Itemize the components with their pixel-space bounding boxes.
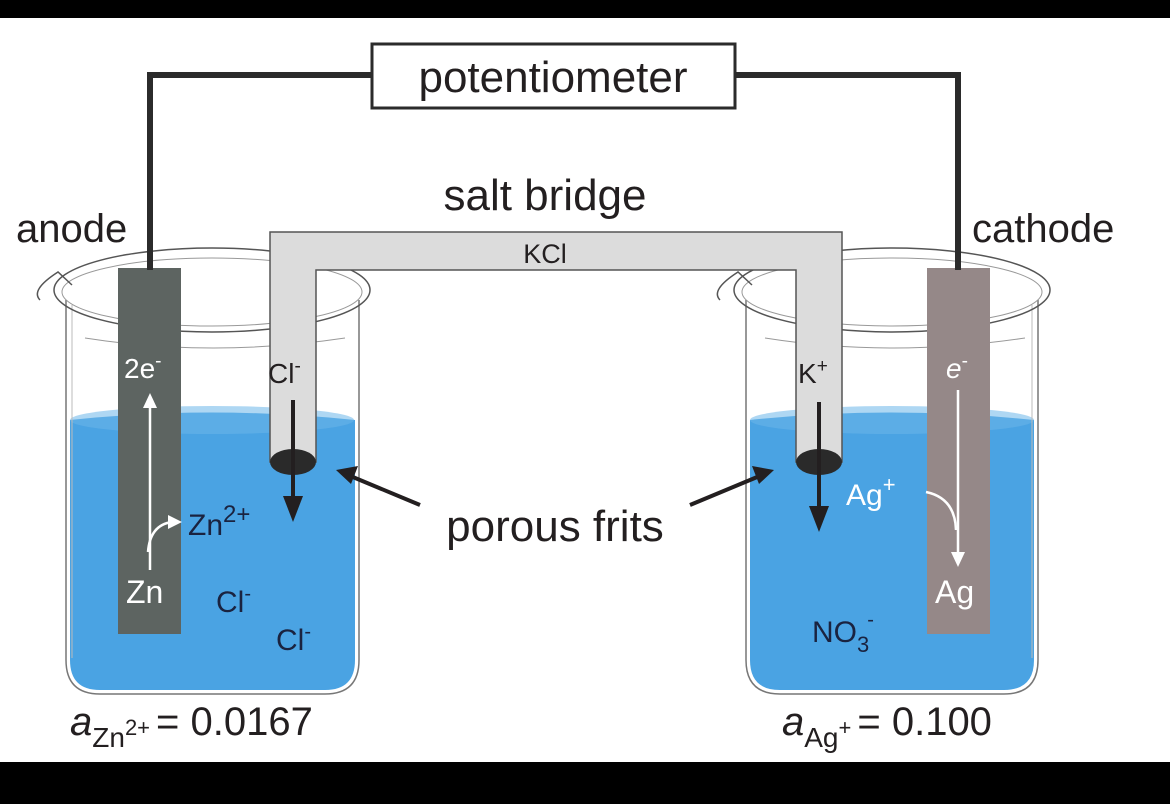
cathode-beaker-spout: [716, 271, 753, 301]
potentiometer-label: potentiometer: [418, 53, 687, 102]
chloride-ion-label-2: Cl-: [276, 621, 311, 657]
cathode-beaker-rim: [733, 247, 1051, 333]
anode-beaker-rim: [53, 247, 371, 333]
cathode-beaker-glass: [745, 300, 1039, 695]
chloride-flow-arrowhead: [283, 496, 303, 522]
silver-reduction-arrow: [925, 490, 958, 531]
anode-electrons-label: 2e-: [124, 351, 161, 384]
nitrate-ion-label: NO3-: [812, 609, 874, 657]
cathode-label: cathode: [972, 207, 1114, 251]
right-frit-pointer-head: [752, 466, 774, 484]
silver-electrode-label: Ag: [935, 574, 974, 610]
salt-bridge-label: salt bridge: [443, 171, 646, 220]
bridge-chloride-label: Cl-: [268, 356, 301, 389]
zinc-activity-label: aZn2+= 0.0167: [70, 700, 313, 753]
zinc-ion-label: Zn2+: [188, 501, 250, 542]
anode-label: anode: [16, 207, 127, 251]
chloride-ion-label-1: Cl-: [216, 583, 251, 619]
bridge-ion-arrows: [283, 400, 829, 532]
bridge-potassium-label: K+: [798, 356, 828, 389]
potentiometer-box: [370, 42, 737, 110]
anode-electron-arrow: [143, 393, 182, 570]
cathode-electron-arrow: [925, 390, 965, 567]
silver-activity-label: aAg+= 0.100: [782, 700, 992, 753]
silver-ion-label: Ag+: [846, 472, 896, 512]
external-circuit: potentiometer: [147, 42, 961, 270]
anode-wire: [147, 72, 372, 270]
anode-beaker-spout: [36, 271, 73, 301]
left-frit-pointer: [347, 473, 421, 507]
cathode-wire: [735, 72, 961, 270]
cathode-solution: [750, 412, 1034, 690]
left-frit-pointer-head: [336, 466, 358, 484]
right-frit-pointer: [689, 473, 763, 507]
bridge-solution-label: KCl: [523, 239, 567, 269]
porous-frits-label: porous frits: [446, 502, 664, 551]
frit-pointer-arrows: [336, 466, 774, 507]
cathode-electrons-label: e-: [946, 351, 968, 384]
zinc-electrode-label: Zn: [126, 574, 163, 610]
anode-beaker-glass: [65, 300, 360, 695]
potassium-flow-arrowhead: [809, 506, 829, 532]
